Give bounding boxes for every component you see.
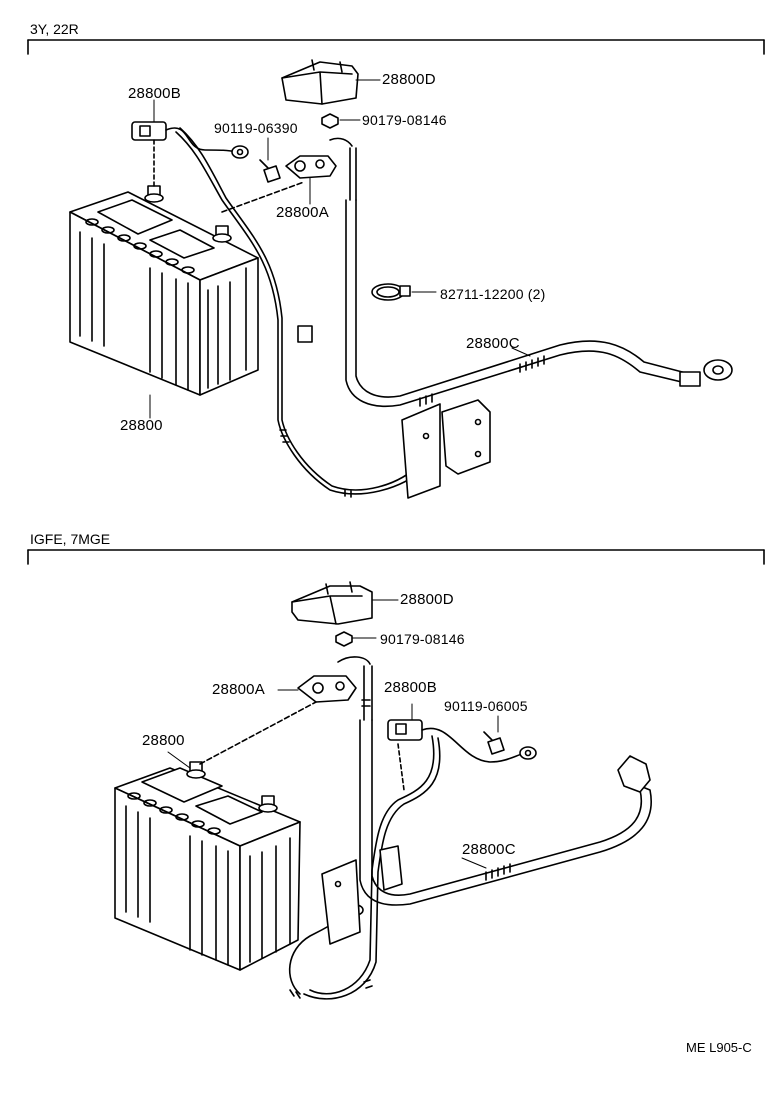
nut-2 [335,631,353,647]
cable-28800C-1 [329,137,733,407]
label-28800D-1: 28800D [382,71,436,88]
label-bolt-2: 90119-06005 [444,698,528,714]
terminal-28800A-1 [221,155,337,213]
sheet-code: ME L905-C [686,1040,752,1055]
leader-lines-2 [167,599,499,869]
cable-28800B-2 [288,719,537,1000]
cable-28800C-2 [337,656,652,906]
label-battery-2: 28800 [142,732,185,749]
cover-28800D-2 [291,581,373,625]
label-battery-1: 28800 [120,417,163,434]
label-28800D-2: 28800D [400,591,454,608]
label-bolt-1: 90119-06390 [214,120,298,136]
battery-illustration-2 [114,761,301,971]
nut-1 [321,113,339,129]
terminal-28800A-2 [199,675,357,765]
section-1-frame [27,39,765,55]
bolt-1 [259,159,281,183]
cover-28800D-1 [281,59,359,105]
label-28800C-2: 28800C [462,841,516,858]
leader-lines-1 [149,79,531,419]
label-nut-1: 90179-08146 [362,112,447,128]
label-clamp-1: 82711-12200 (2) [440,286,546,302]
label-nut-2: 90179-08146 [380,631,465,647]
bracket-2 [321,845,403,945]
clamp-1 [371,283,411,301]
section-2-heading: IGFE, 7MGE [30,531,111,547]
bolt-2 [483,731,505,755]
label-28800C-1: 28800C [466,335,520,352]
label-28800A-2: 28800A [212,681,265,698]
section-1-heading: 3Y, 22R [30,21,79,37]
section-2-frame [27,549,765,565]
label-28800A-1: 28800A [276,204,329,221]
bracket-1 [401,399,491,499]
label-28800B-2: 28800B [384,679,437,696]
battery-illustration-1 [69,185,259,396]
label-28800B-1: 28800B [128,85,181,102]
